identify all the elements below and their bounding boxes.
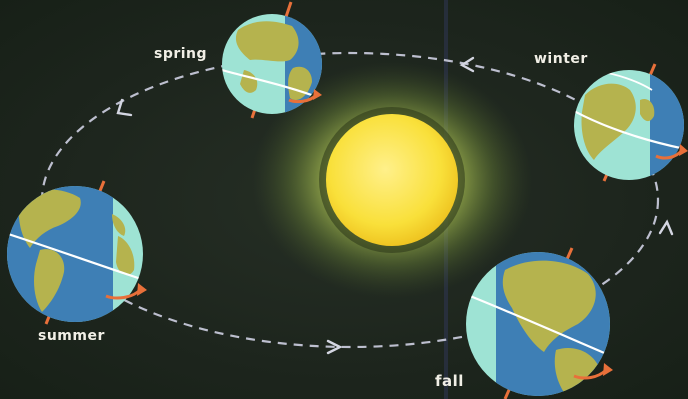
earth-globe-icon	[574, 63, 688, 182]
season-label-spring: spring	[154, 46, 208, 62]
sun-icon	[326, 114, 458, 246]
orbit-arrow-icon	[116, 98, 133, 117]
orbit-arrow-icon	[326, 339, 343, 355]
earth-globe-icon	[466, 247, 613, 399]
season-label-winter: winter	[534, 51, 588, 67]
season-label-summer: summer	[38, 328, 105, 344]
orbit-arrow-icon	[658, 219, 674, 236]
earth-globe-icon	[222, 1, 322, 119]
orbit-arrow-icon	[459, 56, 475, 73]
season-label-fall: fall	[435, 372, 464, 390]
earth-globe-icon	[7, 180, 147, 325]
